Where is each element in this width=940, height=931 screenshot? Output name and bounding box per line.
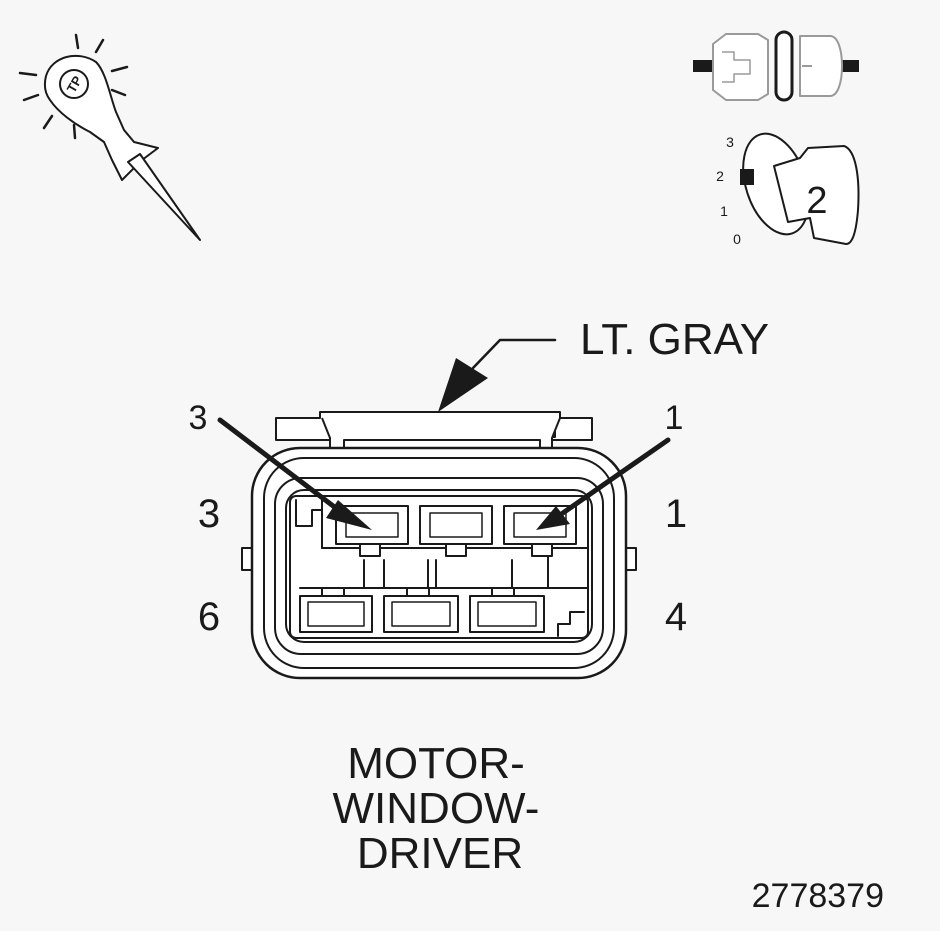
key-scale-1: 1 — [720, 203, 728, 219]
pin-3-pointer-arrow — [217, 417, 372, 530]
terminal-row-2 — [299, 587, 545, 633]
pin-label-row2-left: 6 — [198, 595, 220, 639]
component-name-line1: MOTOR- — [347, 739, 525, 788]
component-name-line2: WINDOW- — [333, 784, 540, 833]
ignition-key-icon: 3 2 1 0 2 — [716, 132, 860, 247]
key-position-value: 2 — [806, 180, 827, 222]
key-scale-2: 2 — [716, 168, 724, 184]
component-name-line3: DRIVER — [357, 829, 523, 878]
figure-number: 2778379 — [752, 877, 884, 915]
pointer-label-right: 1 — [665, 399, 684, 437]
pin-1-pointer-arrow — [536, 437, 671, 530]
pin-label-row2-right: 4 — [665, 595, 687, 639]
terminal-cavity-2 — [419, 505, 493, 557]
pin-label-row1-right: 1 — [665, 492, 687, 536]
terminal-cavity-6 — [299, 587, 373, 633]
color-callout-arrowhead — [438, 358, 488, 412]
key-position-marker — [740, 169, 754, 185]
pointer-label-left: 3 — [189, 399, 208, 437]
key-scale-0: 0 — [733, 231, 741, 247]
key-scale-3: 3 — [726, 134, 734, 150]
connector-color-label: LT. GRAY — [580, 315, 769, 364]
terminal-row-1 — [335, 505, 577, 557]
probe-badge-text: TP — [64, 73, 85, 95]
terminal-cavity-4 — [469, 587, 545, 633]
test-probe-icon: TP — [18, 33, 201, 241]
connector-face — [241, 411, 637, 680]
terminal-cavity-5 — [383, 587, 459, 633]
connector-disconnect-icon — [693, 30, 859, 102]
pin-label-row1-left: 3 — [198, 492, 220, 536]
